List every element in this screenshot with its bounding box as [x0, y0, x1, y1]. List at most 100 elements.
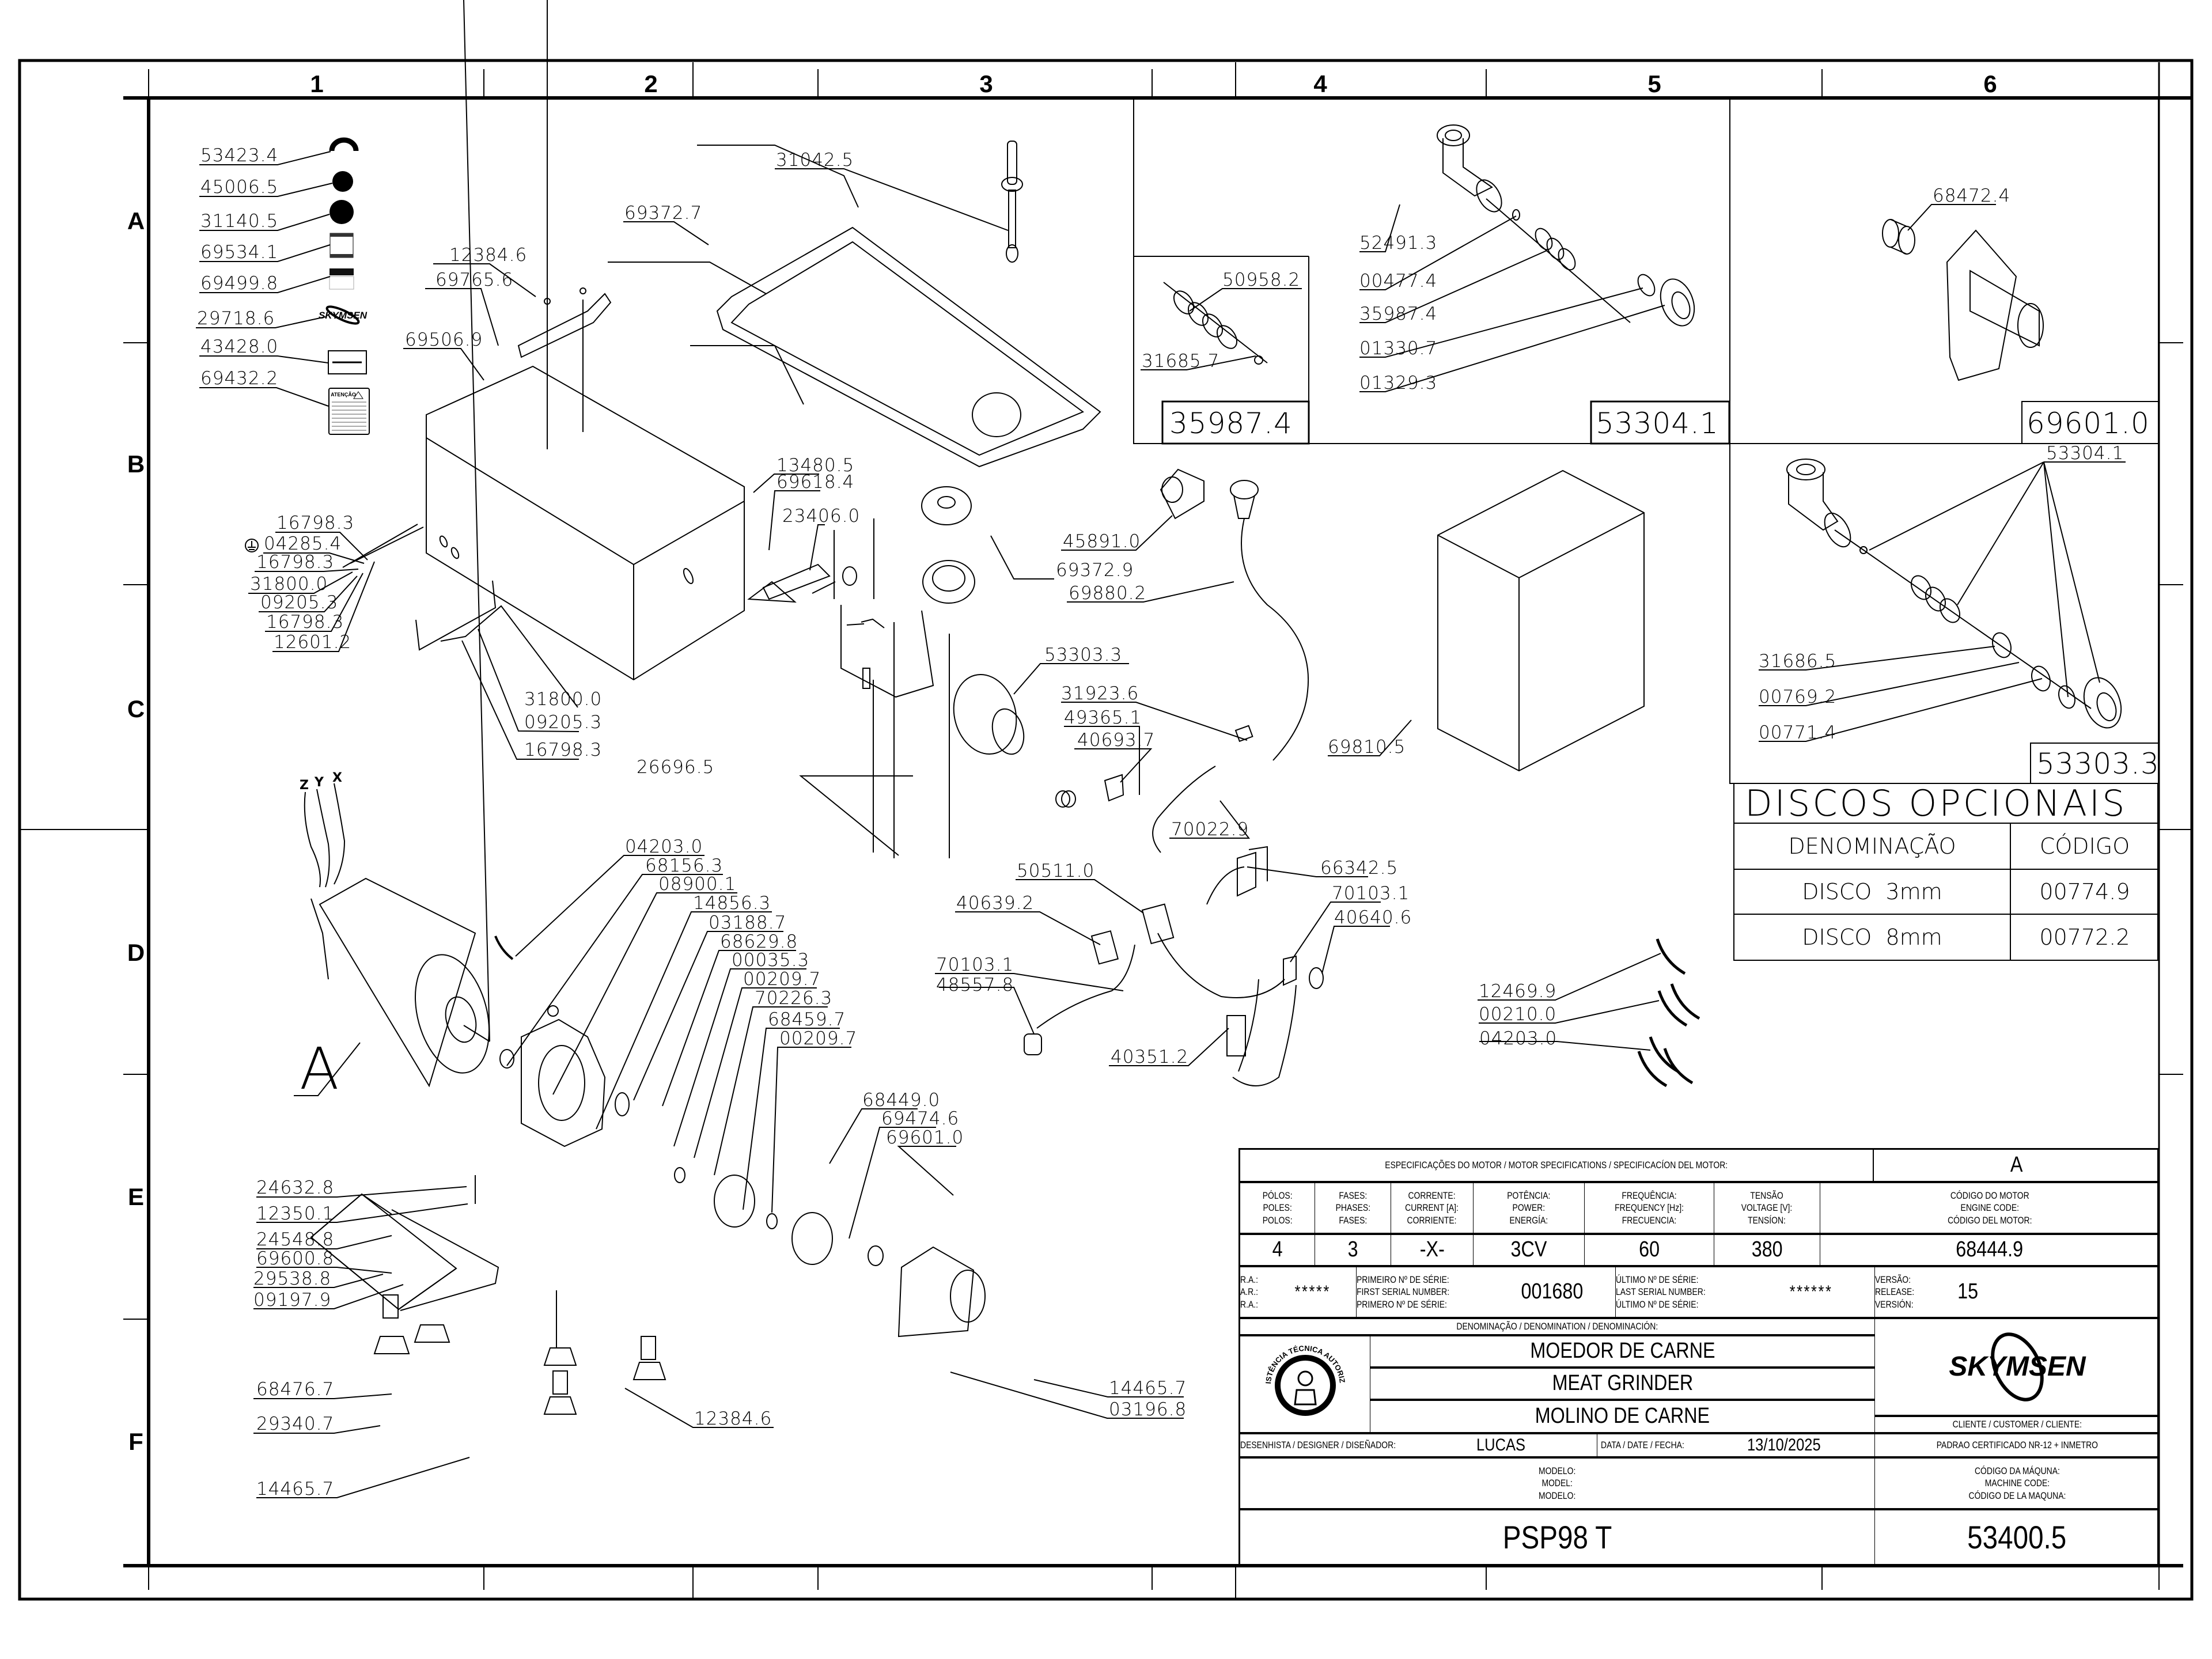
- callout-label: 24632.8: [256, 1177, 334, 1198]
- tray-callouts: [623, 168, 1009, 245]
- designer-label: DESENHISTA / DESIGNER / DISEÑADOR:: [1240, 1434, 1476, 1459]
- motor-spec-header: ESPECIFICAÇÕES DO MOTOR / MOTOR SPECIFIC…: [1240, 1150, 1874, 1183]
- head-with-discs-drawing: [1786, 459, 2122, 729]
- motor-wire-label: Y: [314, 775, 324, 790]
- detail-box-code: 53303.3: [2036, 747, 2160, 781]
- denomination-header: DENOMINAÇÃO / DENOMINATION / DENOMINACIÓ…: [1240, 1319, 1875, 1336]
- callout-label: 16798.3: [256, 552, 334, 573]
- spec-value-frequency: 60: [1585, 1235, 1714, 1267]
- callout-label: 45891.0: [1063, 531, 1141, 552]
- disc-name: DISCO 8mm: [1734, 914, 2011, 960]
- callout-label: 13480.5: [777, 455, 854, 476]
- round-sticker-icon: [329, 200, 354, 224]
- column-marker: 3: [979, 70, 993, 97]
- callout-label: 69880.2: [1069, 583, 1146, 604]
- product-name-en: MEAT GRINDER: [1370, 1369, 1875, 1401]
- electrical-drawing: [1024, 468, 1324, 1086]
- callout-label: 00210.0: [1479, 1004, 1556, 1025]
- machine-code-value: 53400.5: [1967, 1518, 2067, 1555]
- callout-label: 69372.9: [1056, 560, 1134, 581]
- ra-value: *****: [1269, 1267, 1357, 1319]
- callout-label: 68476.7: [256, 1379, 334, 1400]
- row-marker: B: [127, 450, 145, 478]
- sticker-code: 53423.4: [200, 145, 278, 166]
- callout-label: 04203.0: [1479, 1028, 1557, 1049]
- sticker-code: 43428.0: [200, 336, 278, 357]
- callout-label: 01329.3: [1359, 373, 1437, 393]
- callout-label: 26696.5: [637, 757, 714, 778]
- spec-label-poles: PÓLOS: POLES: POLOS:: [1240, 1183, 1315, 1235]
- model-label: MODELO: MODEL: MODELO:: [1240, 1459, 1875, 1510]
- warning-label-icon: ATENÇÃO: [328, 388, 370, 435]
- callout-label: 50958.2: [1222, 270, 1300, 290]
- callout-label: 09205.3: [260, 592, 338, 613]
- brand-logo: SKYMSEN: [1875, 1319, 2159, 1417]
- sticker-code: 29718.6: [197, 308, 275, 329]
- date-value: 13/10/2025: [1747, 1434, 1875, 1459]
- callout-label: 53304.1: [2046, 443, 2124, 464]
- label-sticker-icon: [329, 268, 354, 290]
- callout-label: 48557.8: [936, 975, 1014, 995]
- release-value: 15: [1950, 1267, 2159, 1319]
- callout-label: 00769.2: [1759, 687, 1836, 707]
- first-serial-label: PRIMEIRO Nº DE SÉRIE: FIRST SERIAL NUMBE…: [1357, 1267, 1489, 1319]
- sticker-code: 69499.8: [200, 273, 278, 294]
- last-serial-value: ******: [1748, 1267, 1875, 1319]
- detail-69601-callouts: [1907, 204, 1996, 231]
- callout-label: 68472.4: [1933, 185, 2010, 206]
- base-drawing: [310, 1175, 666, 1415]
- callout-label: 31800.0: [524, 689, 602, 710]
- housing-callouts: [403, 145, 859, 405]
- callout-label: 31800.0: [250, 574, 328, 594]
- callout-label: 69506.9: [405, 329, 483, 350]
- spec-label-current: CORRENTE: CURRENT [A]: CORRIENTE:: [1391, 1183, 1474, 1235]
- spec-value-current: -X-: [1391, 1235, 1474, 1267]
- callout-label: 40693.7: [1077, 730, 1155, 751]
- callout-label: 29340.7: [256, 1414, 334, 1434]
- callout-label: 29538.8: [253, 1268, 331, 1289]
- gearbox-drawing: [499, 1005, 986, 1338]
- detail-panels: [1133, 99, 2159, 784]
- callout-label: 70226.3: [755, 988, 832, 1009]
- svg-text:ATENÇÃO: ATENÇÃO: [331, 392, 356, 397]
- callout-label: 49365.1: [1064, 707, 1142, 728]
- date-label: DATA / DATE / FECHA:: [1597, 1434, 1747, 1459]
- clips-drawing: [1637, 938, 1700, 1088]
- spec-value-voltage: 380: [1714, 1235, 1820, 1267]
- grinder-head-drawing: [747, 486, 1076, 858]
- callout-label: 01330.7: [1359, 338, 1437, 359]
- row-marker: E: [128, 1183, 144, 1210]
- callout-label: 24548.8: [256, 1229, 334, 1250]
- callout-label: 04203.0: [625, 836, 703, 857]
- callout-label: 40639.2: [956, 893, 1034, 914]
- table-header-name: DENOMINAÇÃO: [1734, 823, 2011, 869]
- product-name-es: MOLINO DE CARNE: [1370, 1401, 1875, 1434]
- callout-label: 12469.9: [1479, 981, 1556, 1002]
- callout-label: 31042.5: [776, 150, 854, 171]
- callout-label: 00035.3: [732, 950, 809, 971]
- callout-label: 35987.4: [1359, 304, 1437, 324]
- worm-drawing: [1163, 282, 1268, 365]
- base-callouts: [253, 1186, 774, 1498]
- ground-icon: [245, 539, 259, 552]
- callout-label: 08900.1: [658, 874, 736, 895]
- callout-label: 70103.1: [936, 955, 1014, 975]
- callout-label: 50511.0: [1017, 861, 1094, 881]
- title-block: ESPECIFICAÇÕES DO MOTOR / MOTOR SPECIFIC…: [1238, 1148, 2159, 1566]
- callout-label: 14465.7: [1109, 1378, 1187, 1399]
- callout-label: 12384.6: [694, 1408, 772, 1429]
- motor-callouts: [294, 855, 851, 1213]
- spec-value-power: 3CV: [1474, 1235, 1585, 1267]
- motor-ref: A: [1874, 1150, 2159, 1183]
- label-sticker-icon: [329, 233, 354, 258]
- column-marker: 4: [1313, 70, 1327, 97]
- disc-code: 00774.9: [2011, 869, 2158, 914]
- callout-label: 69810.5: [1328, 737, 1406, 757]
- callout-label: 31923.6: [1061, 683, 1139, 704]
- callout-label: 40640.6: [1334, 907, 1412, 928]
- column-marker: 6: [1983, 70, 1997, 97]
- first-serial-value: 001680: [1489, 1267, 1616, 1319]
- detail-box-code: 69601.0: [2027, 407, 2150, 440]
- seal-icon: ASSISTÊNCIA TÉCNICA AUTORIZADA: [1259, 1338, 1346, 1416]
- gear-cover-callouts: [829, 1108, 1184, 1419]
